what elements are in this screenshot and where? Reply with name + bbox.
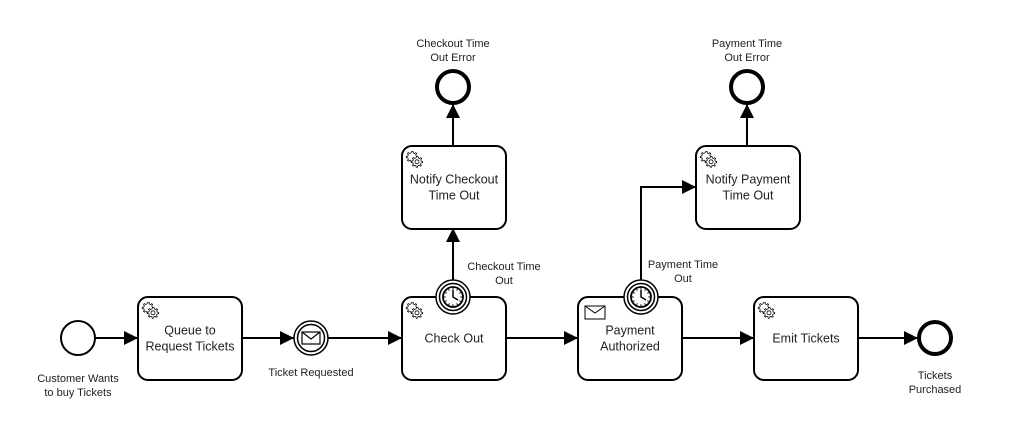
gear-icon [699,150,718,168]
gear-icon [757,301,776,319]
task-label-line: Request Tickets [146,340,235,354]
start-event-circle[interactable] [60,320,96,356]
end-event-circle[interactable] [435,69,471,105]
task-label-line: Check Out [424,332,484,346]
task-notify-payment[interactable] [695,145,801,230]
task-label: Queue to Request Tickets [146,324,235,354]
event-label-line: Purchased [909,384,962,396]
event-payment-timeout[interactable] [623,279,659,315]
envelope-icon [301,331,321,345]
task-queue[interactable] [137,296,243,381]
event-label-line: Tickets [918,370,953,382]
event-label-line: Customer Wants [37,373,119,385]
event-label-line: Out Error [430,52,476,64]
event-start[interactable] [60,320,96,356]
event-label: Customer Wants to buy Tickets [37,373,119,399]
event-checkout-error[interactable] [435,69,471,105]
end-event-circle[interactable] [729,69,765,105]
end-event-circle[interactable] [917,320,953,356]
gear-icon [405,301,424,319]
clock-icon [442,286,464,308]
task-label-line: Queue to [164,324,215,338]
event-label-line: Ticket Requested [268,367,353,379]
event-label: Ticket Requested [268,367,353,379]
sequence-flow-payment_timeout-to-notify_payment[interactable] [640,180,696,280]
event-label-line: Checkout Time [467,261,540,273]
task-label-line: Payment [605,324,655,338]
task-box[interactable] [753,296,859,381]
clock-icon [630,286,652,308]
event-label-line: Out Error [724,52,770,64]
task-label: Check Out [424,332,484,346]
task-label: Emit Tickets [772,332,839,346]
event-ticket-requested[interactable] [293,320,329,356]
task-label-line: Time Out [429,189,480,203]
task-checkout[interactable] [401,296,507,381]
event-label-line: Payment Time [648,259,718,271]
task-box[interactable] [401,145,507,230]
task-label-line: Notify Payment [706,173,791,187]
task-label-line: Emit Tickets [772,332,839,346]
task-label-line: Authorized [600,340,660,354]
event-label-line: Out [495,275,513,287]
task-box[interactable] [695,145,801,230]
task-box[interactable] [137,296,243,381]
event-payment-error[interactable] [729,69,765,105]
event-label-line: Payment Time [712,38,782,50]
event-label-line: Checkout Time [416,38,489,50]
task-emit[interactable] [753,296,859,381]
gear-icon [405,150,424,168]
event-label-line: to buy Tickets [44,387,112,399]
event-end[interactable] [917,320,953,356]
envelope-icon [584,305,606,320]
event-checkout-timeout[interactable] [435,279,471,315]
event-label-line: Out [674,273,692,285]
task-label-line: Notify Checkout [410,173,499,187]
task-notify-checkout[interactable] [401,145,507,230]
gear-icon [141,301,160,319]
task-label-line: Time Out [723,189,774,203]
